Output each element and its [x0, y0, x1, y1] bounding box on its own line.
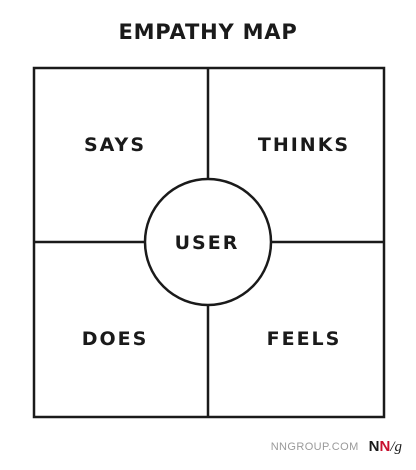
nng-logo: N N /g [369, 438, 402, 456]
footer-site-text: NNGROUP.COM [270, 441, 359, 453]
user-circle [143, 177, 273, 307]
quadrant-label-does: DOES [81, 328, 149, 350]
diagram-title: EMPATHY MAP [118, 20, 298, 44]
center-label-user: USER [174, 232, 240, 254]
logo-slash-g: /g [390, 439, 402, 455]
footer: NNGROUP.COM N N /g [271, 437, 402, 457]
quadrant-label-says: SAYS [83, 134, 146, 156]
quadrant-label-thinks: THINKS [257, 134, 351, 156]
logo-letter-n2: N [379, 438, 391, 455]
logo-letter-n1: N [368, 438, 380, 455]
quadrant-label-feels: FEELS [266, 328, 342, 350]
